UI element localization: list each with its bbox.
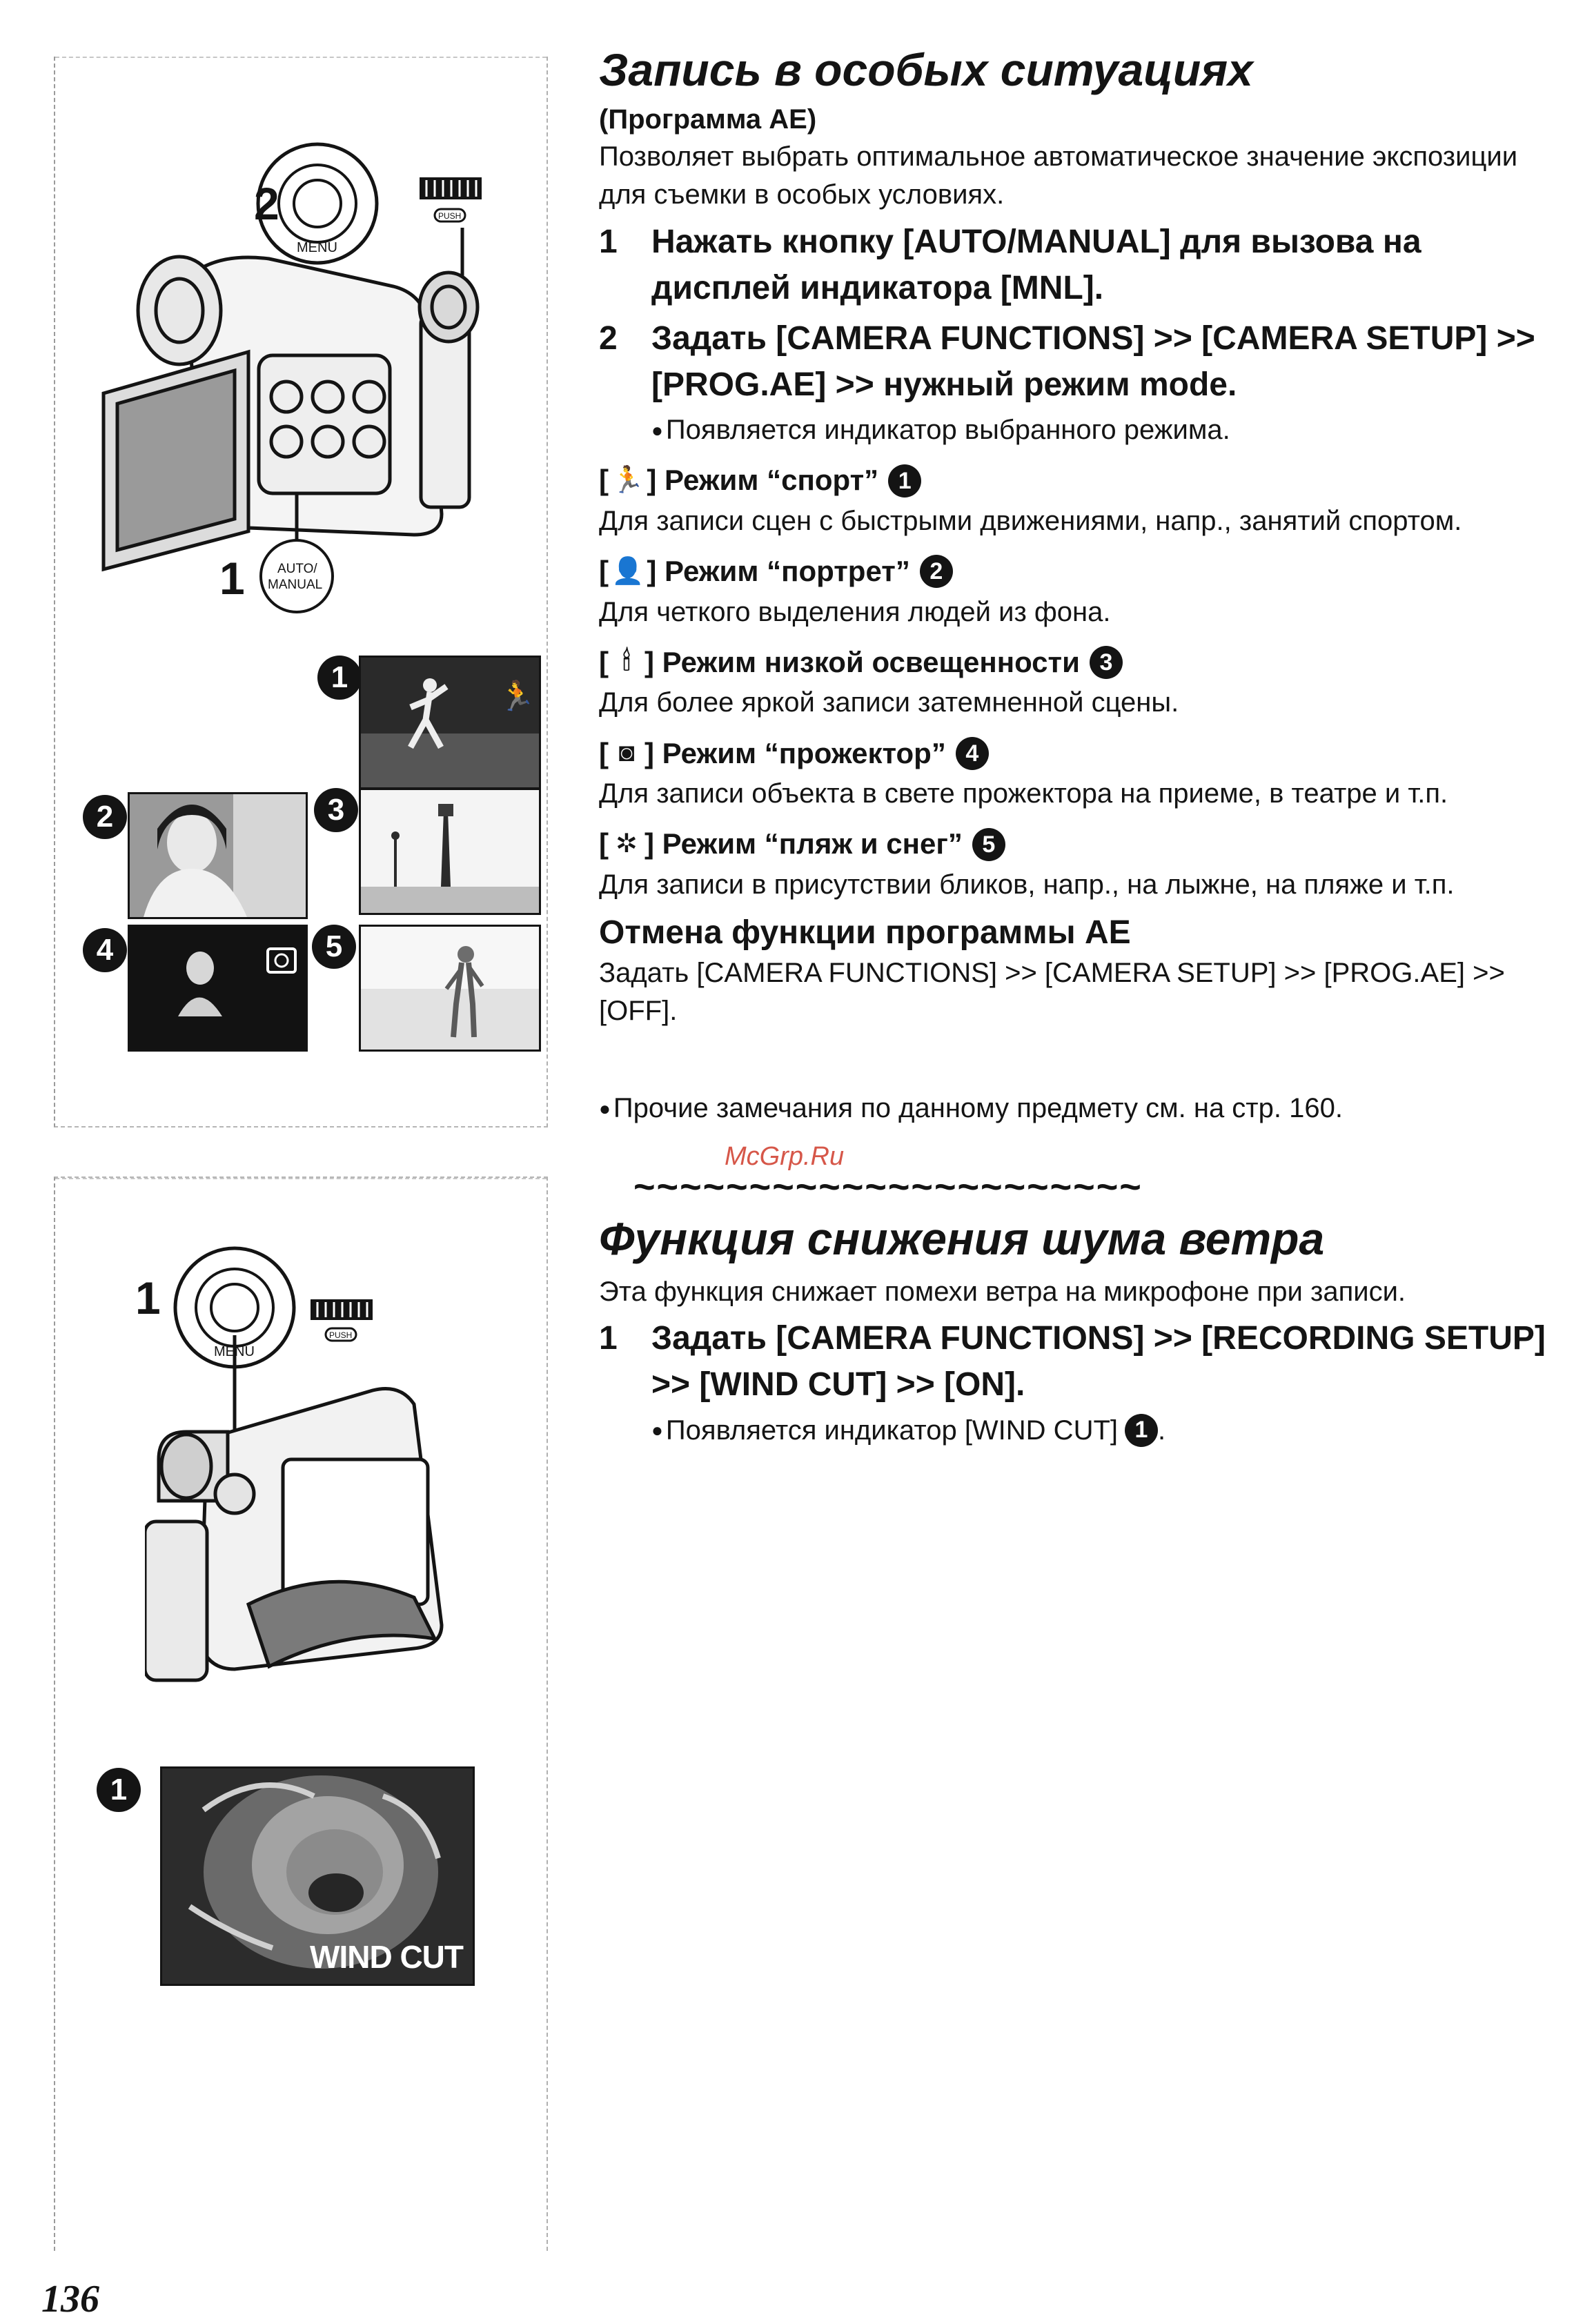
step-2-text: Задать [CAMERA FUNCTIONS] >> [CAMERA SET…	[651, 319, 1535, 404]
mode-bracket-open: [	[599, 736, 609, 769]
mode-bracket-open: [	[599, 827, 609, 860]
mode-bracket-open: [	[599, 464, 609, 497]
mode-low-light-badge: 3	[1089, 646, 1123, 680]
mode-bracket-close: ]	[645, 736, 654, 769]
mode-dial-icon: MENU	[256, 142, 379, 265]
cancel-title: Отмена функции программы AE	[599, 914, 1131, 952]
mode-bracket-close: ]	[647, 464, 657, 497]
camcorder-illustration-bottom: MENU PUSH	[145, 1246, 444, 1682]
sport-icon: 🏃	[611, 465, 645, 495]
illustration-panel-bottom	[54, 1176, 548, 2251]
svg-text:MENU: MENU	[297, 240, 337, 255]
camcorder-body	[101, 255, 480, 572]
cancel-text: Задать [CAMERA FUNCTIONS] >> [CAMERA SET…	[599, 958, 1505, 1027]
mode-bracket-close: ]	[645, 645, 654, 678]
section2-bullet-end: .	[1158, 1415, 1166, 1446]
jog-lever-icon: PUSH	[420, 177, 482, 345]
photo-portrait	[128, 792, 308, 919]
section2-title: Функция снижения шума ветра	[599, 1212, 1325, 1264]
spotlight-icon: ◙	[618, 738, 635, 768]
svg-text:🏃: 🏃	[499, 679, 535, 712]
photo-spotlight	[128, 925, 308, 1052]
step-2-bullet: Появляется индикатор выбранного режима.	[651, 411, 1558, 449]
svg-text:AUTO/: AUTO/	[277, 562, 317, 576]
mode-beach-snow-badge: 5	[972, 827, 1005, 861]
mode-bracket-close: ]	[645, 827, 654, 860]
photo-low-light	[359, 788, 541, 915]
beach-snow-icon: ✲	[616, 829, 638, 859]
mode-portrait-badge: 2	[919, 555, 953, 589]
section2-intro: Эта функция снижает помехи ветра на микр…	[599, 1276, 1406, 1307]
camcorder-illustration-top: MENU PUSH AUTO/ MANUAL	[101, 142, 482, 613]
mode-beach-snow: [ ✲ ] Режим “пляж и снег” 5	[599, 825, 1558, 863]
wind-cut-indicator: WIND CUT	[310, 1939, 464, 1975]
mode-portrait-name: Режим “портрет”	[665, 555, 910, 588]
photo-wind-cut: WIND CUT	[160, 1766, 475, 1986]
low-light-icon: 🕯	[622, 647, 631, 677]
mode-spotlight-desc: Для записи объекта в свете прожектора на…	[599, 778, 1448, 809]
svg-text:PUSH: PUSH	[329, 1330, 352, 1340]
watermark: McGrp.Ru	[725, 1142, 845, 1171]
badge-5: 5	[312, 925, 356, 969]
mode-sport: [ 🏃 ] Режим “спорт” 1	[599, 462, 1558, 500]
section2-bullet-text: Появляется индикатор [WIND CUT]	[665, 1415, 1118, 1446]
section2-step-1-number: 1	[599, 1320, 618, 1357]
jog-lever-icon-bottom: PUSH	[311, 1299, 373, 1342]
mode-bracket-open: [	[599, 645, 609, 678]
photo-sport: 🏃	[359, 656, 541, 789]
step-1-number: 1	[599, 223, 618, 260]
section2-bullet: Появляется индикатор [WIND CUT] 1 .	[651, 1411, 1558, 1450]
photo-beach-snow	[359, 925, 541, 1052]
mode-portrait-desc: Для четкого выделения людей из фона.	[599, 596, 1111, 627]
auto-manual-button-icon	[259, 539, 334, 613]
section-title: Запись в особых ситуациях	[599, 44, 1253, 95]
section-subtitle: (Программа AE)	[599, 104, 817, 135]
step-label-1-bottom: 1	[135, 1272, 161, 1323]
mode-dial-icon-bottom: MENU	[173, 1246, 296, 1494]
camcorder-body-bottom	[145, 1387, 444, 1682]
badge-1: 1	[317, 656, 362, 700]
mode-low-light-desc: Для более яркой записи затемненной сцены…	[599, 687, 1179, 718]
mode-sport-name: Режим “спорт”	[665, 464, 879, 497]
mode-low-light-name: Режим низкой освещенности	[662, 645, 1080, 678]
step-2: 2 Задать [CAMERA FUNCTIONS] >> [CAMERA S…	[599, 315, 1558, 408]
badge-3: 3	[314, 788, 358, 832]
mode-low-light: [ 🕯 ] Режим низкой освещенности 3	[599, 644, 1558, 682]
step-1: 1 Нажать кнопку [AUTO/MANUAL] для вызова…	[599, 219, 1558, 311]
svg-text:MANUAL: MANUAL	[268, 578, 322, 592]
mode-sport-badge: 1	[888, 464, 922, 498]
mode-bracket-close: ]	[647, 555, 657, 588]
badge-4: 4	[83, 928, 127, 972]
section2-bullet-badge: 1	[1125, 1413, 1158, 1447]
mode-beach-snow-name: Режим “пляж и снег”	[662, 827, 963, 860]
step-2-number: 2	[599, 319, 618, 357]
text-column: Запись в особых ситуациях (Программа AE)…	[599, 43, 1558, 1455]
mode-portrait: [ 👤 ] Режим “портрет” 2	[599, 553, 1558, 591]
mode-beach-snow-desc: Для записи в присутствии бликов, напр., …	[599, 869, 1455, 900]
section-intro: Позволяет выбрать оптимальное автоматиче…	[599, 141, 1518, 210]
illustration-panel-top	[54, 57, 548, 1127]
section2-step-1: 1 Задать [CAMERA FUNCTIONS] >> [RECORDIN…	[599, 1315, 1558, 1408]
mode-spotlight-name: Режим “прожектор”	[662, 736, 946, 769]
mode-bracket-open: [	[599, 555, 609, 588]
step-label-1: 1	[219, 553, 245, 604]
svg-text:PUSH: PUSH	[438, 211, 461, 221]
mode-spotlight-badge: 4	[955, 736, 989, 770]
step-1-text: Нажать кнопку [AUTO/MANUAL] для вызова н…	[651, 223, 1421, 306]
portrait-icon: 👤	[611, 556, 645, 586]
badge-wind-1: 1	[97, 1768, 141, 1812]
mode-sport-desc: Для записи сцен с быстрыми движениями, н…	[599, 505, 1462, 536]
badge-2: 2	[83, 795, 127, 839]
section-divider: ~~~~~~~~~~~~~~~~~~~~~~	[633, 1165, 1143, 1208]
section2-step-1-text: Задать [CAMERA FUNCTIONS] >> [RECORDING …	[651, 1320, 1546, 1404]
mode-spotlight: [ ◙ ] Режим “прожектор” 4	[599, 735, 1558, 773]
page-number: 136	[41, 2278, 99, 2321]
note: Прочие замечания по данному предмету см.…	[599, 1093, 1558, 1124]
